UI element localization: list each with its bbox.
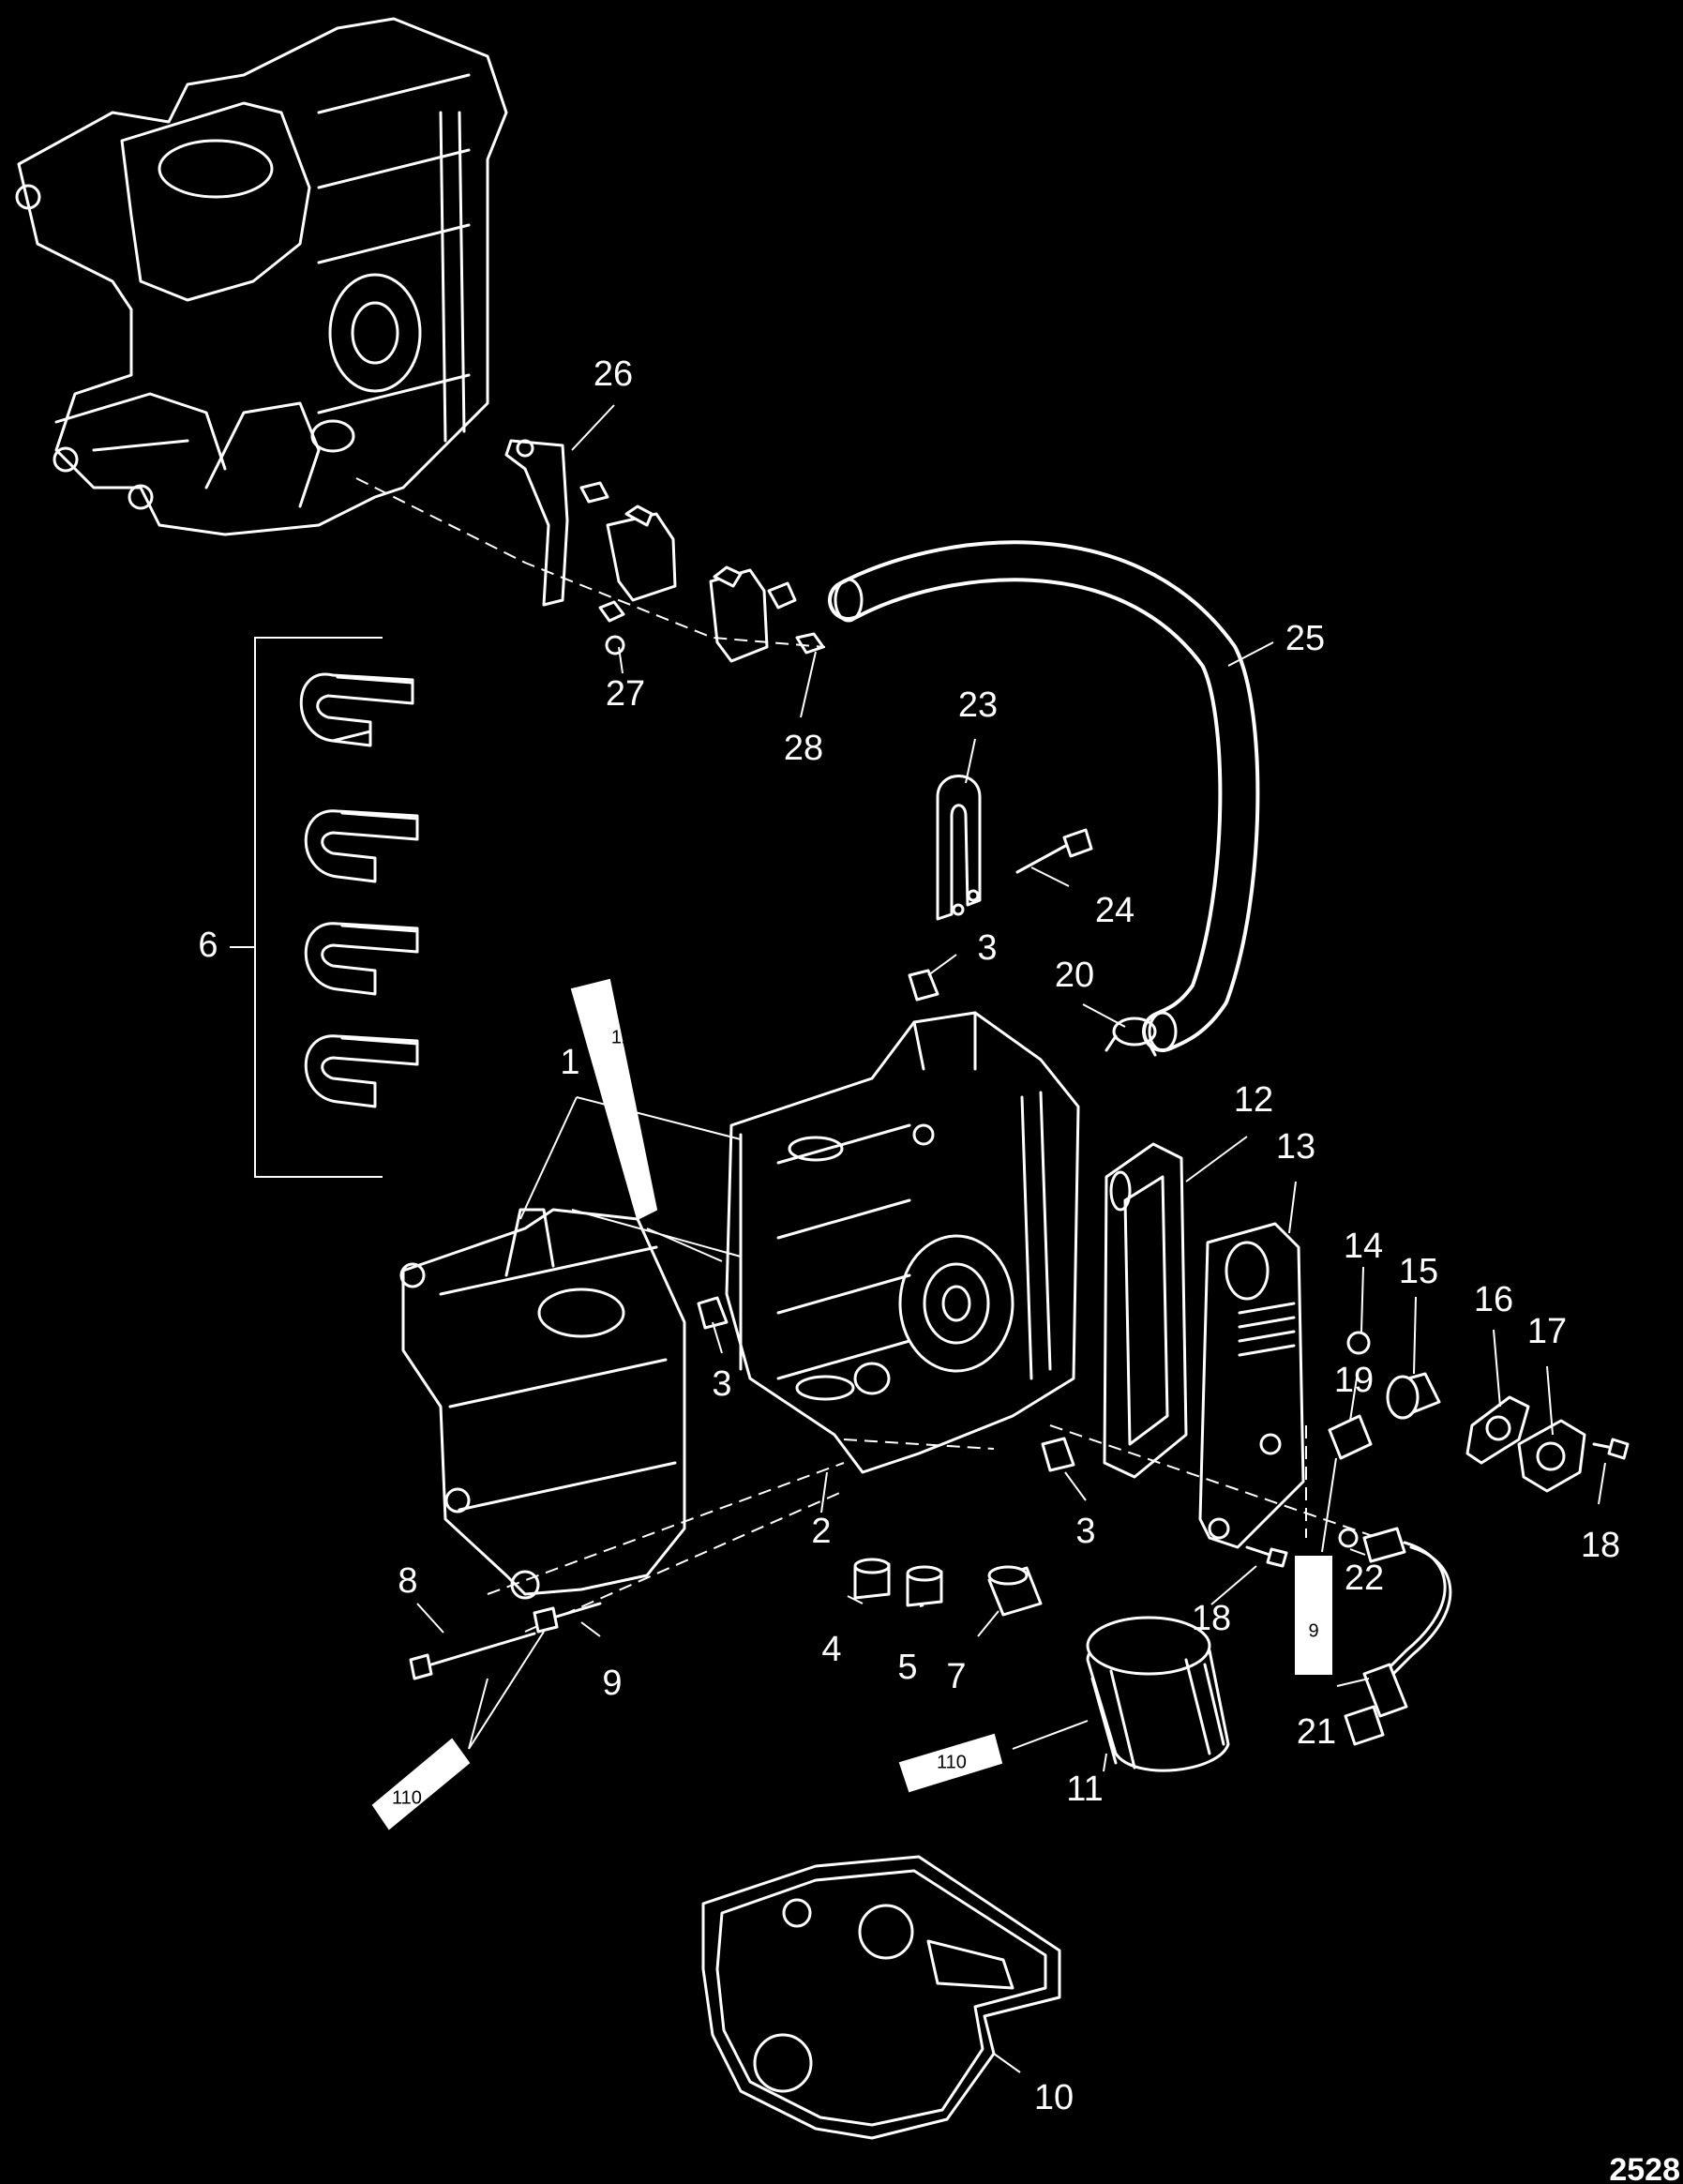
sealant-tube-9: 9	[1295, 1457, 1337, 1675]
oil-filter-11	[1086, 1616, 1230, 1772]
callout-16: 16	[1474, 1280, 1513, 1319]
hose-25-inner	[832, 544, 1256, 1048]
callout-1: 1	[560, 1043, 579, 1082]
bearing	[304, 922, 419, 996]
gasket-10	[701, 1855, 1061, 2140]
callout-17: 17	[1527, 1312, 1567, 1351]
callout-9: 9	[602, 1664, 622, 1703]
callout-11: 11	[1066, 1770, 1103, 1809]
leader-lines	[416, 404, 1606, 2073]
bearing	[299, 672, 414, 747]
gasket-16	[1465, 1395, 1530, 1465]
callout-21: 21	[1297, 1712, 1336, 1752]
hose-25-end	[834, 578, 864, 623]
callout-24: 24	[1095, 891, 1135, 930]
callout-18: 18	[1581, 1526, 1620, 1565]
callout-19: 19	[1334, 1361, 1374, 1400]
bearing	[304, 1034, 419, 1108]
callout-27: 27	[606, 674, 645, 714]
upper-engine-block	[15, 17, 508, 536]
dowel-4	[853, 1558, 891, 1600]
lube-tube-110-filter: 110	[898, 1720, 1089, 1793]
crankcase-1	[725, 1011, 1080, 1474]
callout-12: 12	[1234, 1080, 1273, 1120]
callout-26: 26	[594, 354, 633, 394]
callout-15: 15	[1399, 1252, 1438, 1291]
sealant-tube-12: 12	[570, 978, 723, 1262]
bracket-26-assembly	[355, 439, 826, 663]
fitting-19	[1328, 1414, 1373, 1460]
cover-17	[1517, 1419, 1586, 1493]
callout-23: 23	[958, 685, 998, 725]
lube-tube-110-left: 110	[371, 1631, 545, 1830]
thermostat-15	[1386, 1372, 1441, 1420]
callout-3: 3	[977, 928, 997, 968]
sensor-21	[1344, 1527, 1452, 1746]
callout-10: 10	[1034, 2078, 1074, 2117]
callout-7: 7	[946, 1657, 966, 1696]
callout-8: 8	[398, 1561, 417, 1601]
callout-3: 3	[1075, 1512, 1095, 1551]
callout-20: 20	[1055, 956, 1094, 995]
callout-2: 2	[811, 1512, 831, 1551]
tube-label-110-left: 110	[392, 1787, 422, 1808]
crankcase-cover	[399, 1208, 686, 1600]
screw-18	[1592, 1438, 1630, 1460]
hose-25-end	[1148, 1011, 1178, 1052]
plug-3	[1041, 1437, 1075, 1472]
bolt-8	[409, 1632, 536, 1680]
dowel-5	[906, 1565, 943, 1607]
callout-25: 25	[1285, 619, 1325, 658]
sleeve-7	[987, 1565, 1043, 1617]
tube-label-12: 12	[611, 1027, 632, 1047]
callout-4: 4	[821, 1630, 841, 1669]
figure-id: 2528	[1609, 2152, 1680, 2184]
callout-13: 13	[1276, 1127, 1315, 1167]
clip-23	[936, 775, 982, 921]
callout-6: 6	[198, 926, 218, 965]
callout-5: 5	[897, 1648, 917, 1687]
clamp-20	[1104, 1017, 1157, 1057]
callout-22: 22	[1345, 1559, 1384, 1598]
callout-3: 3	[712, 1364, 731, 1404]
cover-13	[1198, 1222, 1305, 1549]
tube-label-9: 9	[1308, 1620, 1318, 1641]
callouts: 1 2 3 3 3 4 5 6 7 8 9 10 11 12 13 14 15 …	[198, 354, 1620, 2117]
screw-24	[1015, 828, 1093, 874]
bearings-6	[230, 637, 419, 1178]
callout-18: 18	[1192, 1599, 1231, 1638]
oring-22	[1338, 1528, 1359, 1548]
plug-3	[908, 969, 939, 1002]
seal-14	[1346, 1331, 1371, 1355]
bearing	[304, 809, 419, 883]
tube-label-110-filter: 110	[937, 1752, 967, 1772]
callout-14: 14	[1344, 1227, 1383, 1266]
bolt-9	[533, 1602, 602, 1634]
gasket-12	[1103, 1142, 1188, 1479]
plug-3	[697, 1296, 729, 1330]
callout-28: 28	[784, 729, 823, 768]
screw-18	[1245, 1545, 1288, 1568]
